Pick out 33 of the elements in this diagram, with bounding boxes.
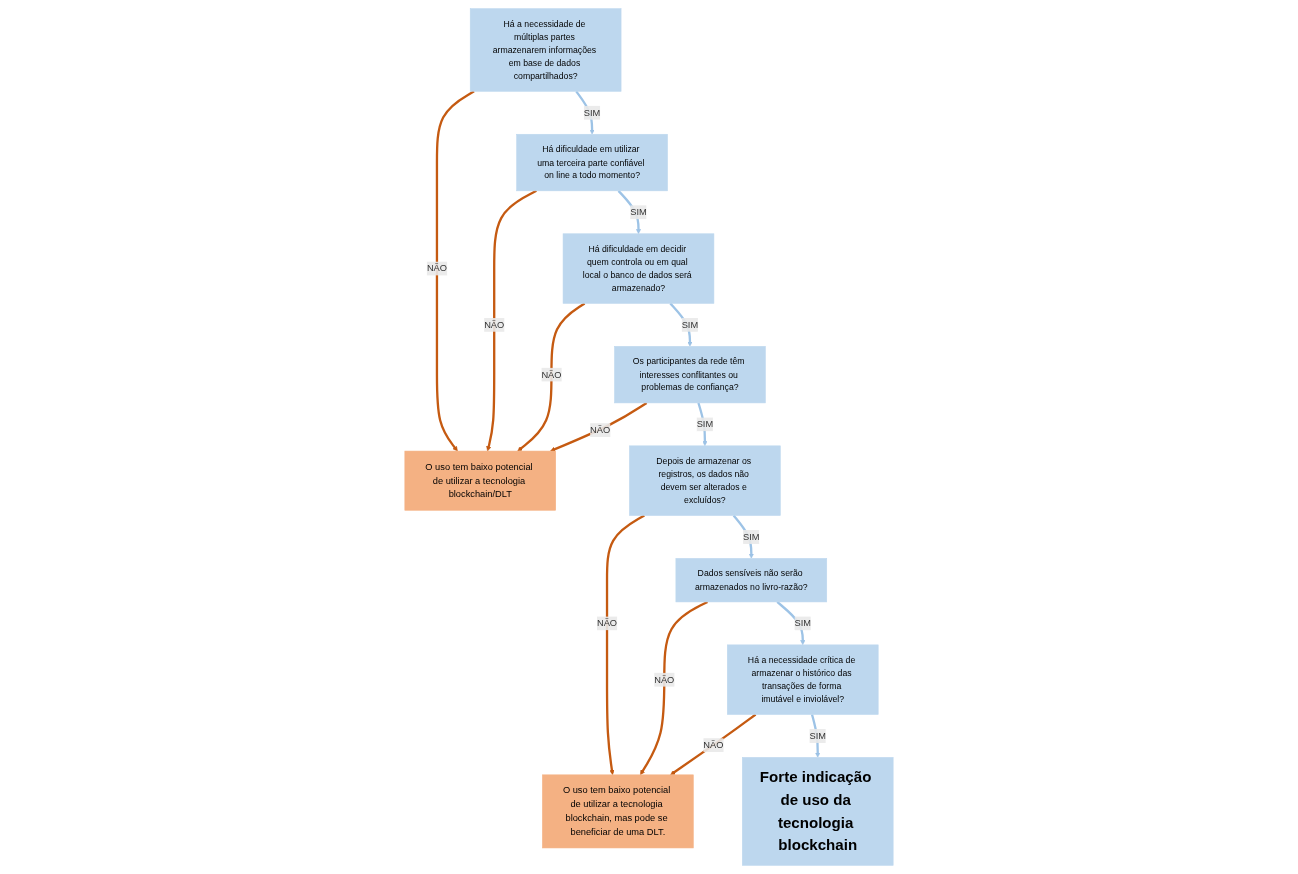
edge-label: NÃO [541,369,562,380]
edge-label: NÃO [596,618,618,629]
edge-label: SIM [809,730,826,741]
arrow [617,190,642,234]
arrow [640,600,708,776]
arrow [605,514,645,776]
edge-label: SIM [696,419,714,430]
node-box: Dados sensíveis não serão armazenados no livro-razão? [675,558,828,603]
node-box: Há a necessidade crítica de armazenar o histórico das transações de forma imutável e inviolável? [727,644,879,715]
node-box: Há a necessidade de múltiplas partes armazenarem informações em base de dados compartilhados? [469,8,622,92]
edge-label: NÃO [703,739,724,750]
node-box: Há dificuldade em decidir quem controla ou em qual local o banco de dados será armazenado? [562,233,715,304]
node-box: Forte indicação de uso da tecnologia blockchain [742,757,894,866]
arrow [517,302,586,452]
node-box: O uso tem baixo potencial de utilizar a tecnologia blockchain, mas pode se beneficiar de uma DLT. [542,774,694,849]
edge-label: SIM [681,319,699,330]
arrow [486,189,537,452]
arrow [435,90,475,452]
node-box: Há dificuldade em utilizar uma terceira parte confiável on line a todo momento? [516,133,668,192]
edge-label: NÃO [654,674,675,685]
edge-label: SIM [583,107,601,118]
edge-label: SIM [743,531,760,542]
node-box: Os participantes da rede têm interesses conflitantes ou problemas de confiança? [614,346,766,404]
arrow [732,514,754,559]
edge-label: NÃO [484,319,505,330]
arrow [670,713,757,776]
node-box: O uso tem baixo potencial de utilizar a tecnologia blockchain/DLT [404,450,556,511]
edge-label: NÃO [426,263,448,274]
arrow [550,401,648,452]
edge-label: SIM [794,618,812,629]
edge-label: NÃO [590,424,611,435]
node-box: Depois de armazenar os registros, os dados não devem ser alterados e excluídos? [629,445,781,516]
edge-label: SIM [630,207,647,217]
